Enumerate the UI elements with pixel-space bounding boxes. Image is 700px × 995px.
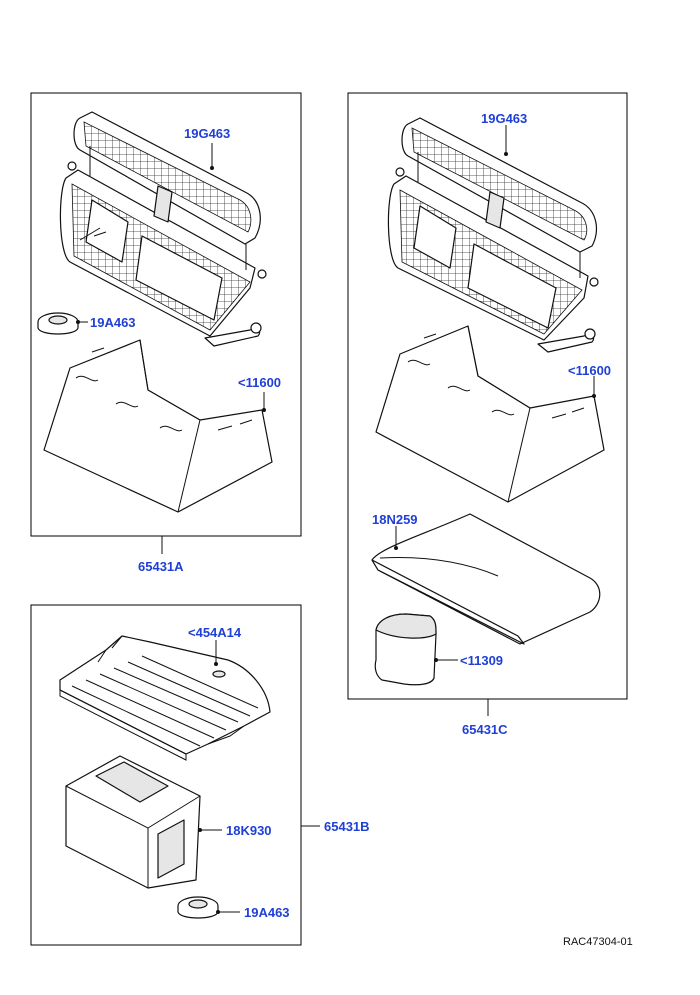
label-b-box: 18K930 (226, 823, 272, 838)
kit-b-cargo-tray (59, 635, 271, 761)
label-kit-b: 65431B (324, 819, 370, 834)
kit-c-cushion (371, 513, 601, 645)
kit-b-box (65, 755, 201, 889)
kit-c-bin-liner (375, 325, 605, 503)
kit-b-frame (30, 604, 302, 946)
label-b-tray: <454A14 (188, 625, 242, 640)
kit-a-bin-liner (43, 339, 273, 513)
label-a-ring: 19A463 (90, 315, 136, 330)
kit-c-pouch (374, 613, 437, 686)
kit-a-dog-guard (59, 111, 267, 347)
label-a-guard: 19G463 (184, 126, 230, 141)
kit-c-dog-guard (387, 117, 599, 353)
kit-a-frame (30, 92, 302, 537)
label-kit-a: 65431A (138, 559, 184, 574)
kit-a-ring (37, 312, 79, 335)
label-c-guard: 19G463 (481, 111, 527, 126)
kit-b-group: <454A14 18K930 19A463 65431B (30, 604, 370, 946)
label-c-bin: <11600 (568, 363, 611, 378)
label-a-bin: <11600 (238, 375, 281, 390)
label-c-cushion: 18N259 (372, 512, 418, 527)
kit-c-group: 19G463 <11600 18N259 <11309 65431C (347, 92, 628, 737)
label-kit-c: 65431C (462, 722, 508, 737)
label-c-pouch: <11309 (460, 653, 503, 668)
kit-b-ring (177, 896, 219, 919)
kit-a-group: 19G463 19A463 <11600 65431A (30, 92, 302, 574)
diagram-reference-number: RAC47304-01 (563, 936, 633, 948)
label-b-ring: 19A463 (244, 905, 290, 920)
